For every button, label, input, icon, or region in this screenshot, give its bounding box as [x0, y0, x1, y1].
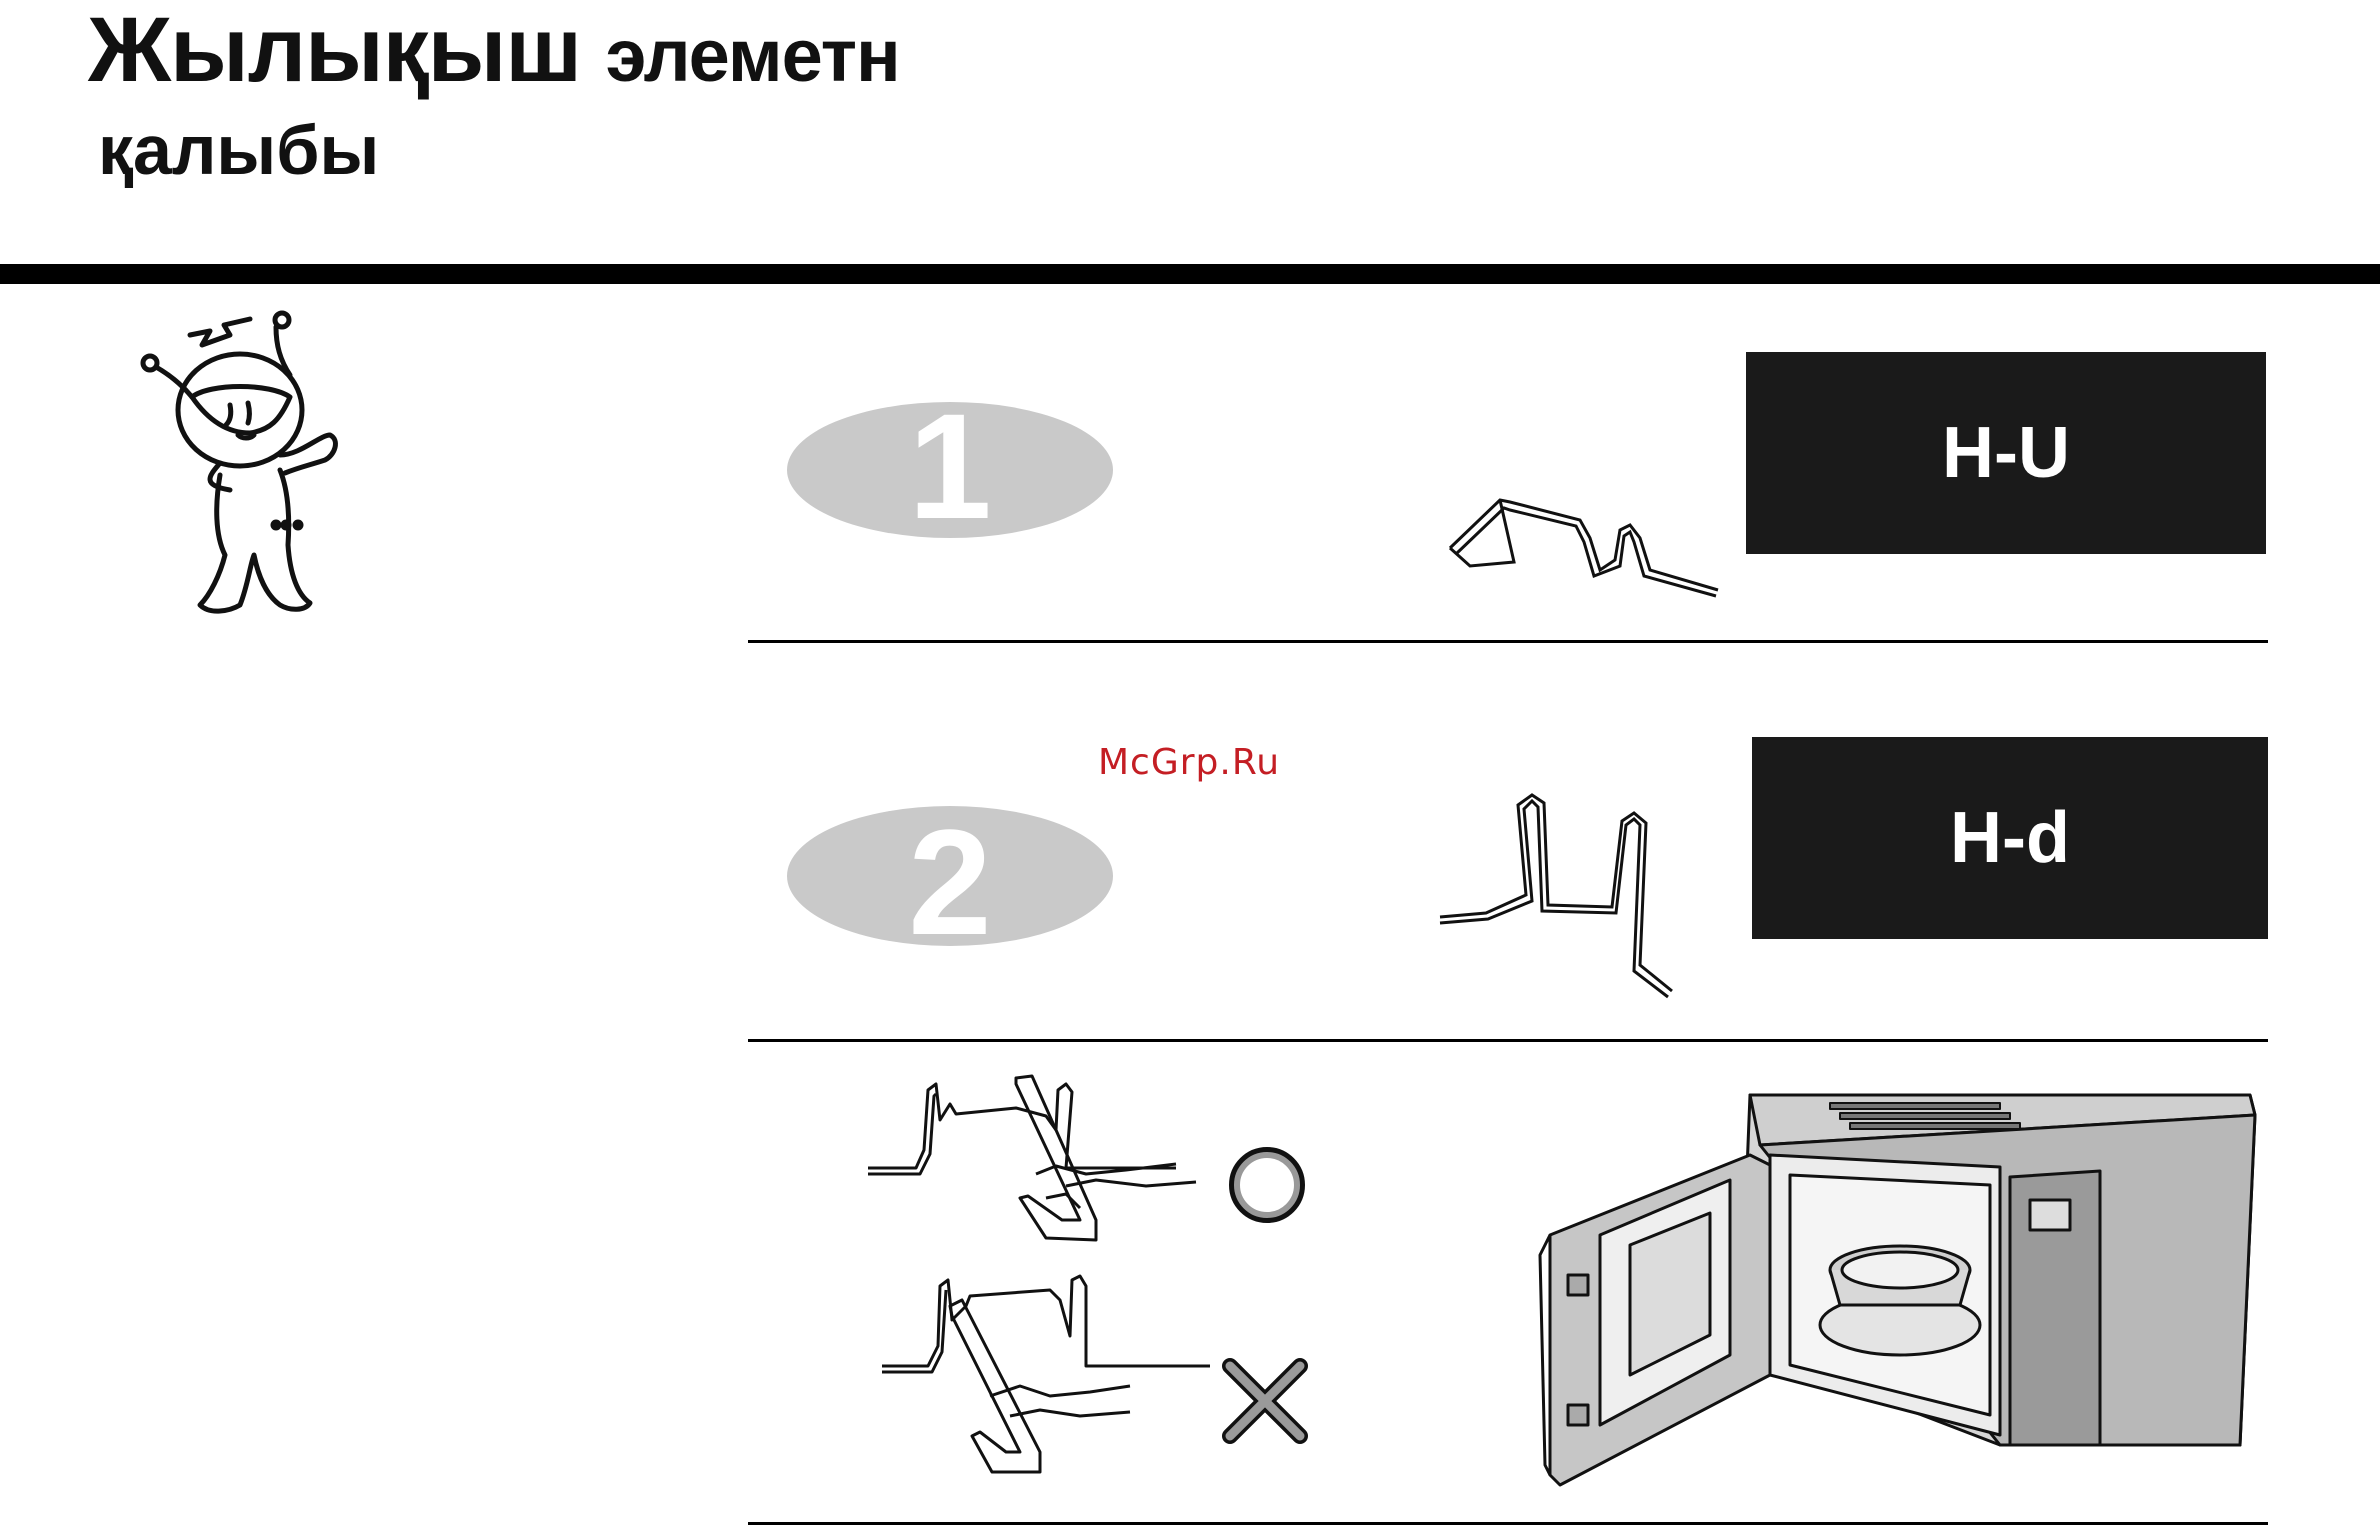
step-1-mode-label: H-U — [1942, 412, 2070, 494]
step-2-number: 2 — [908, 798, 991, 966]
step-2-number-badge: 2 — [785, 804, 1115, 948]
step-1-mode-badge: H-U — [1746, 352, 2266, 554]
page-subtitle: қалыбы — [98, 112, 379, 189]
rack-low-icon — [1436, 795, 1706, 1000]
page-title-part1: Жылықыш — [88, 0, 581, 101]
page-title-part2: элеметн — [606, 14, 900, 97]
rack-handling-wrong-illustration — [880, 1276, 1220, 1476]
step-1-number: 1 — [908, 382, 991, 550]
divider-2 — [748, 1039, 2268, 1042]
circle-ok-icon — [1224, 1142, 1310, 1228]
divider-1 — [748, 640, 2268, 643]
rack-handling-correct-illustration — [866, 1070, 1206, 1250]
page-title: Жылықыш элеметн — [88, 0, 900, 101]
cross-wrong-icon — [1222, 1358, 1308, 1444]
microwave-oven-illustration — [1540, 1085, 2260, 1505]
step-1-number-badge: 1 — [785, 400, 1115, 540]
rack-high-icon — [1440, 490, 1720, 600]
watermark: McGrp.Ru — [1098, 742, 1280, 783]
mascot-icon — [130, 305, 390, 625]
divider-3 — [748, 1522, 2268, 1525]
header-divider — [0, 264, 2380, 284]
step-2-mode-badge: H-d — [1752, 737, 2268, 939]
step-2-mode-label: H-d — [1950, 797, 2070, 879]
